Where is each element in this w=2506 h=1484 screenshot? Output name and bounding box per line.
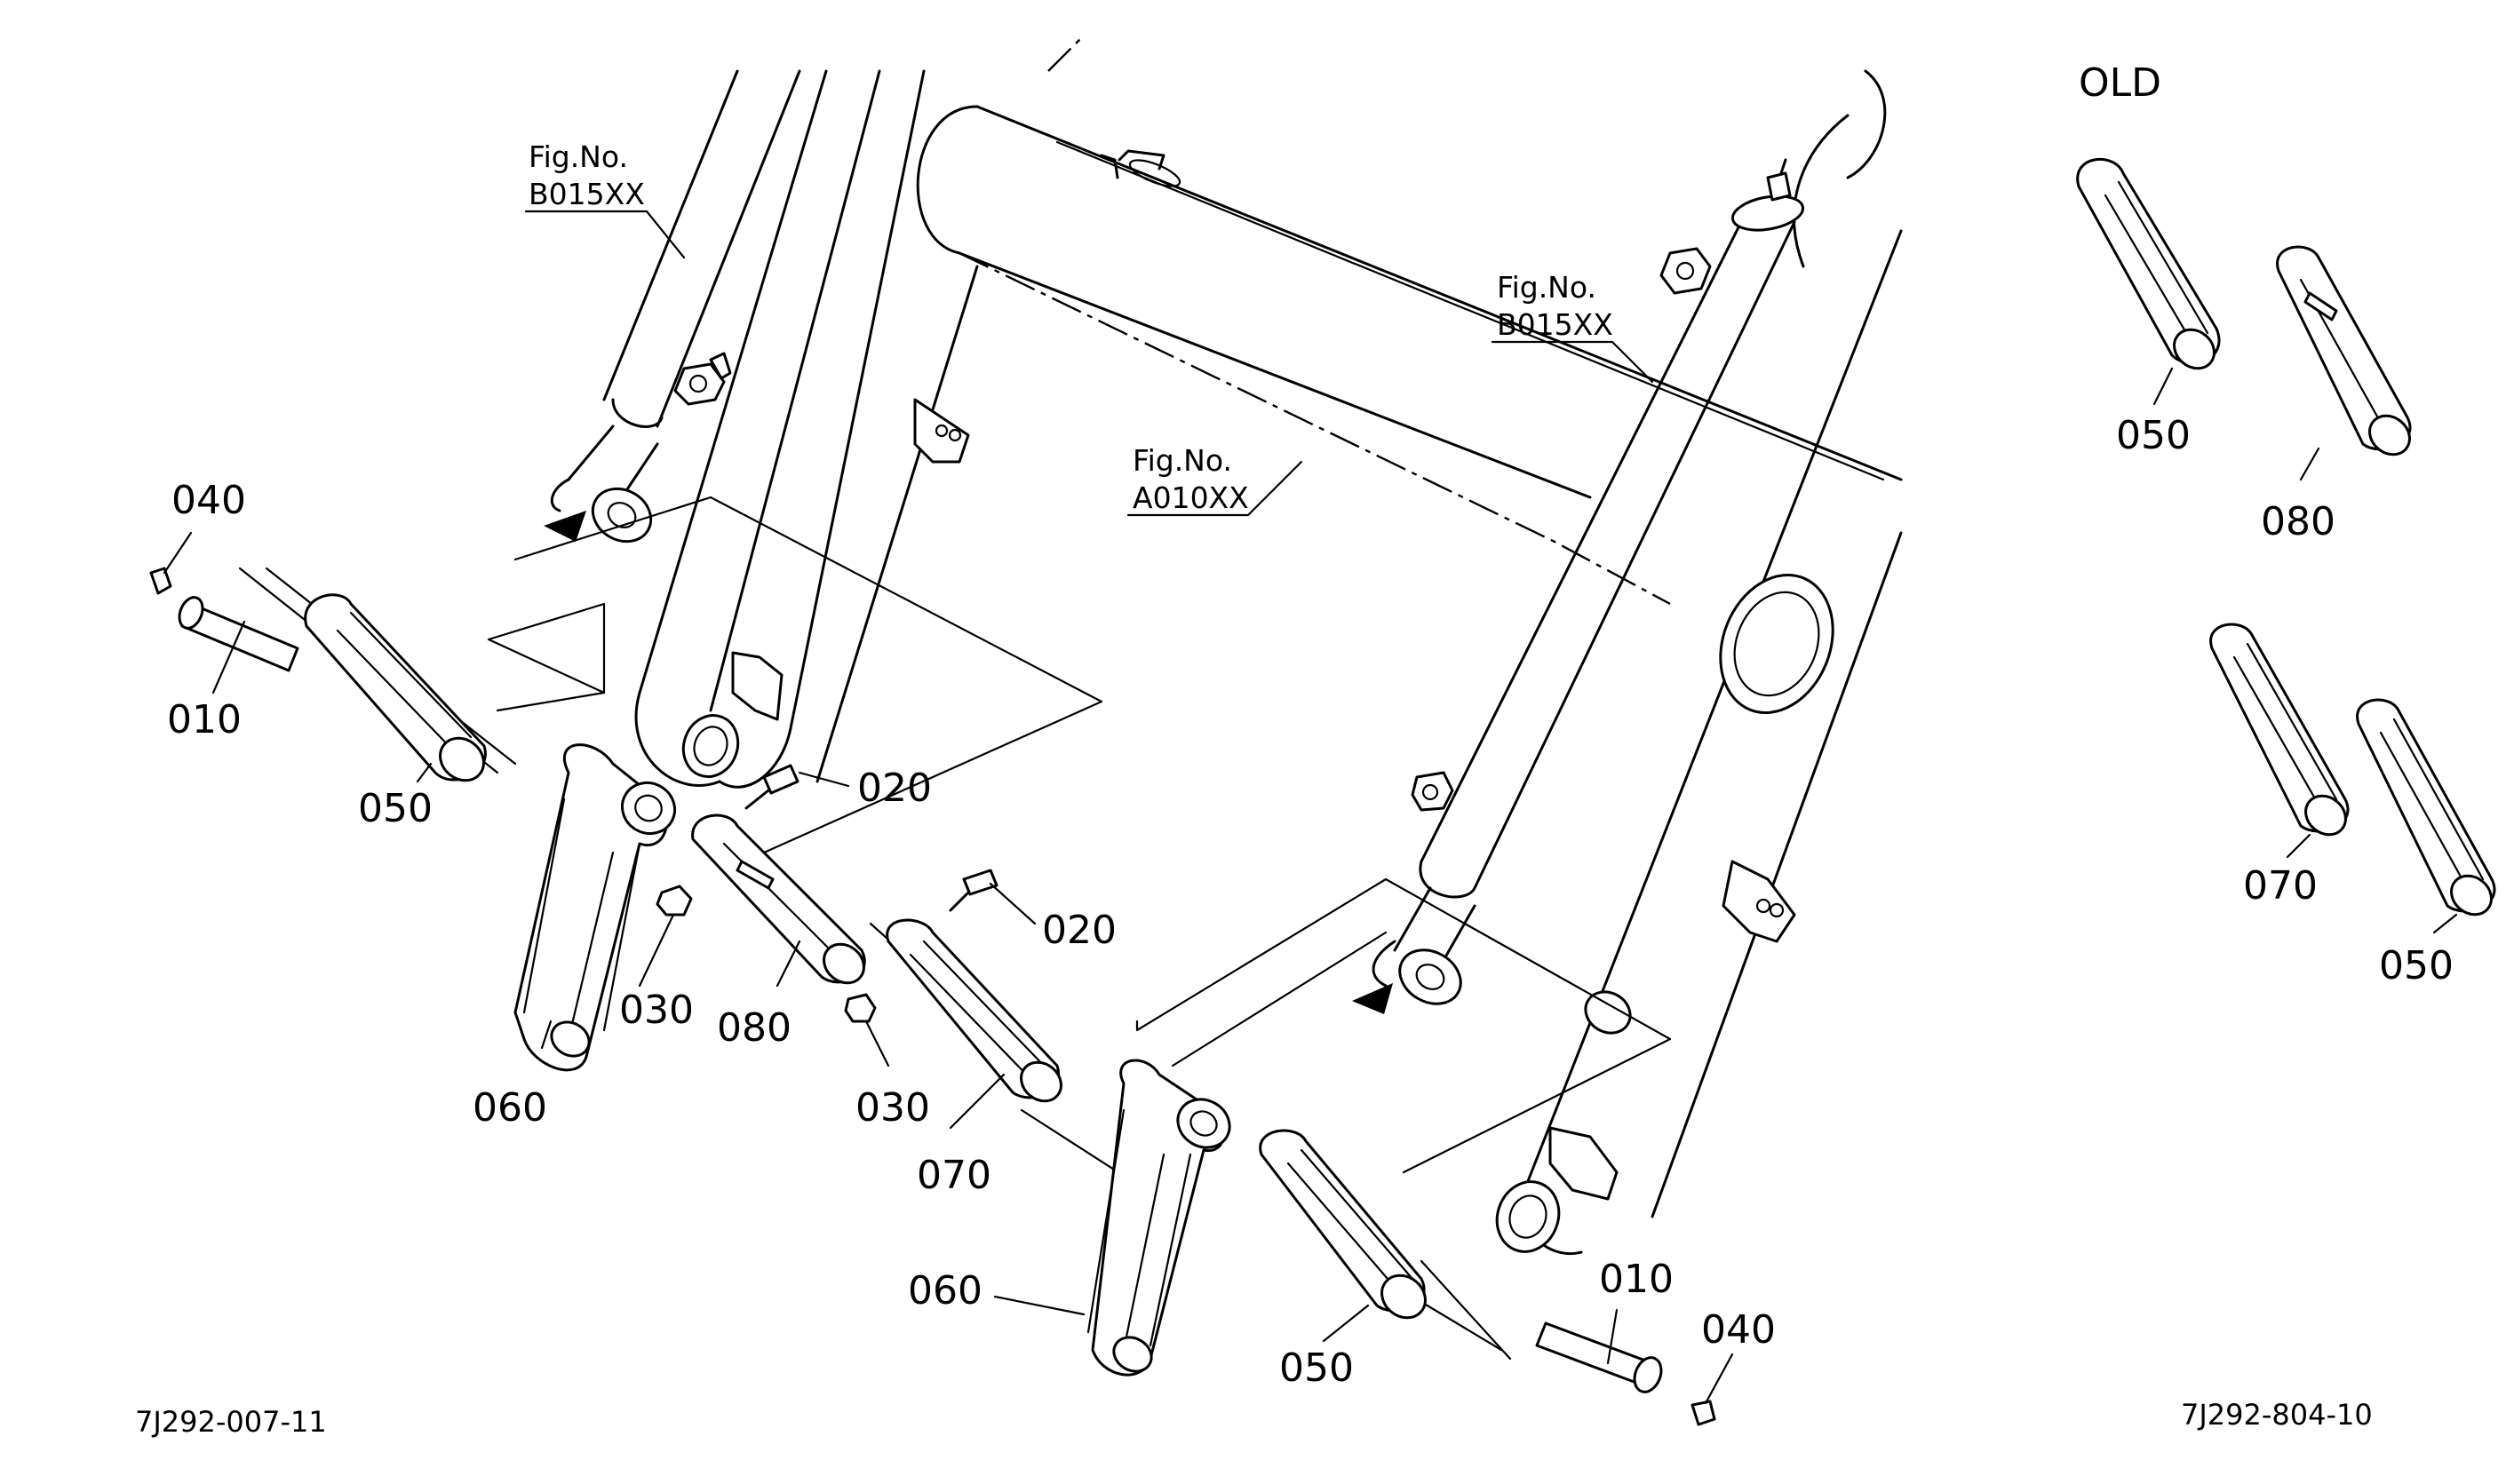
left-lift-arm [634,69,979,789]
link [2356,698,2496,917]
nut [656,885,693,917]
callout-040: 040 [171,478,246,523]
right-lift-arm [1495,69,1903,1255]
bracket [513,743,677,1072]
cross-tube [916,35,1903,606]
fig-ref-left: Fig.No. B015XX [529,139,645,211]
callout-050: 050 [2379,943,2454,988]
callouts: 040 010 050 060 030 080 020 030 070 020 … [167,413,2454,1391]
callout-060: 060 [473,1085,547,1131]
bolt [762,764,800,795]
callout-080: 080 [2261,499,2335,544]
fig-ref-center: Fig.No. A010XX [1133,443,1249,515]
callout-040: 040 [1701,1307,1776,1353]
nut [844,993,877,1023]
link [1259,1129,1427,1320]
fig-ref-label: Fig.No. [1133,443,1232,478]
link [2276,245,2412,456]
leader-lines [163,210,2458,1405]
callout-060: 060 [908,1268,983,1313]
fig-ref-code: B015XX [529,177,645,211]
right-cylinder [1352,158,1805,1014]
bracket [1086,1059,1231,1377]
link [691,813,866,985]
old-parts [2076,158,2496,917]
callout-010: 010 [167,697,242,742]
link [886,918,1062,1103]
fig-ref-label: Fig.No. [1497,270,1596,305]
callout-030: 030 [855,1085,930,1131]
drawing-code-right: 7J292-804-10 [2181,1398,2373,1432]
fig-ref-label: Fig.No. [529,139,628,174]
drawing-code-left: 7J292-007-11 [135,1405,327,1439]
right-parts [1086,1059,1716,1426]
callout-070: 070 [917,1153,991,1198]
callout-030: 030 [619,988,694,1033]
arrow-icon [1352,983,1393,1014]
fig-ref-code: A010XX [1133,480,1249,515]
fig-ref-right: Fig.No. B015XX [1497,270,1613,342]
grease-nipple [1691,1400,1716,1426]
callout-020: 020 [1042,908,1117,953]
callout-070: 070 [2243,863,2318,909]
link [304,593,487,782]
callout-050: 050 [2116,413,2191,458]
left-parts [149,567,1062,1103]
callout-020: 020 [857,766,932,811]
fig-ref-code: B015XX [1497,307,1613,342]
old-section-title: OLD [2079,60,2161,106]
callout-010: 010 [1599,1257,1674,1302]
callout-080: 080 [717,1005,792,1051]
assembly-lines [238,496,1672,1361]
link [2076,158,2221,370]
callout-050: 050 [358,786,433,831]
grease-nipple [149,567,172,595]
arrow-icon [544,511,586,542]
link [2209,623,2350,837]
bolt [962,869,998,896]
callout-050: 050 [1279,1345,1354,1391]
